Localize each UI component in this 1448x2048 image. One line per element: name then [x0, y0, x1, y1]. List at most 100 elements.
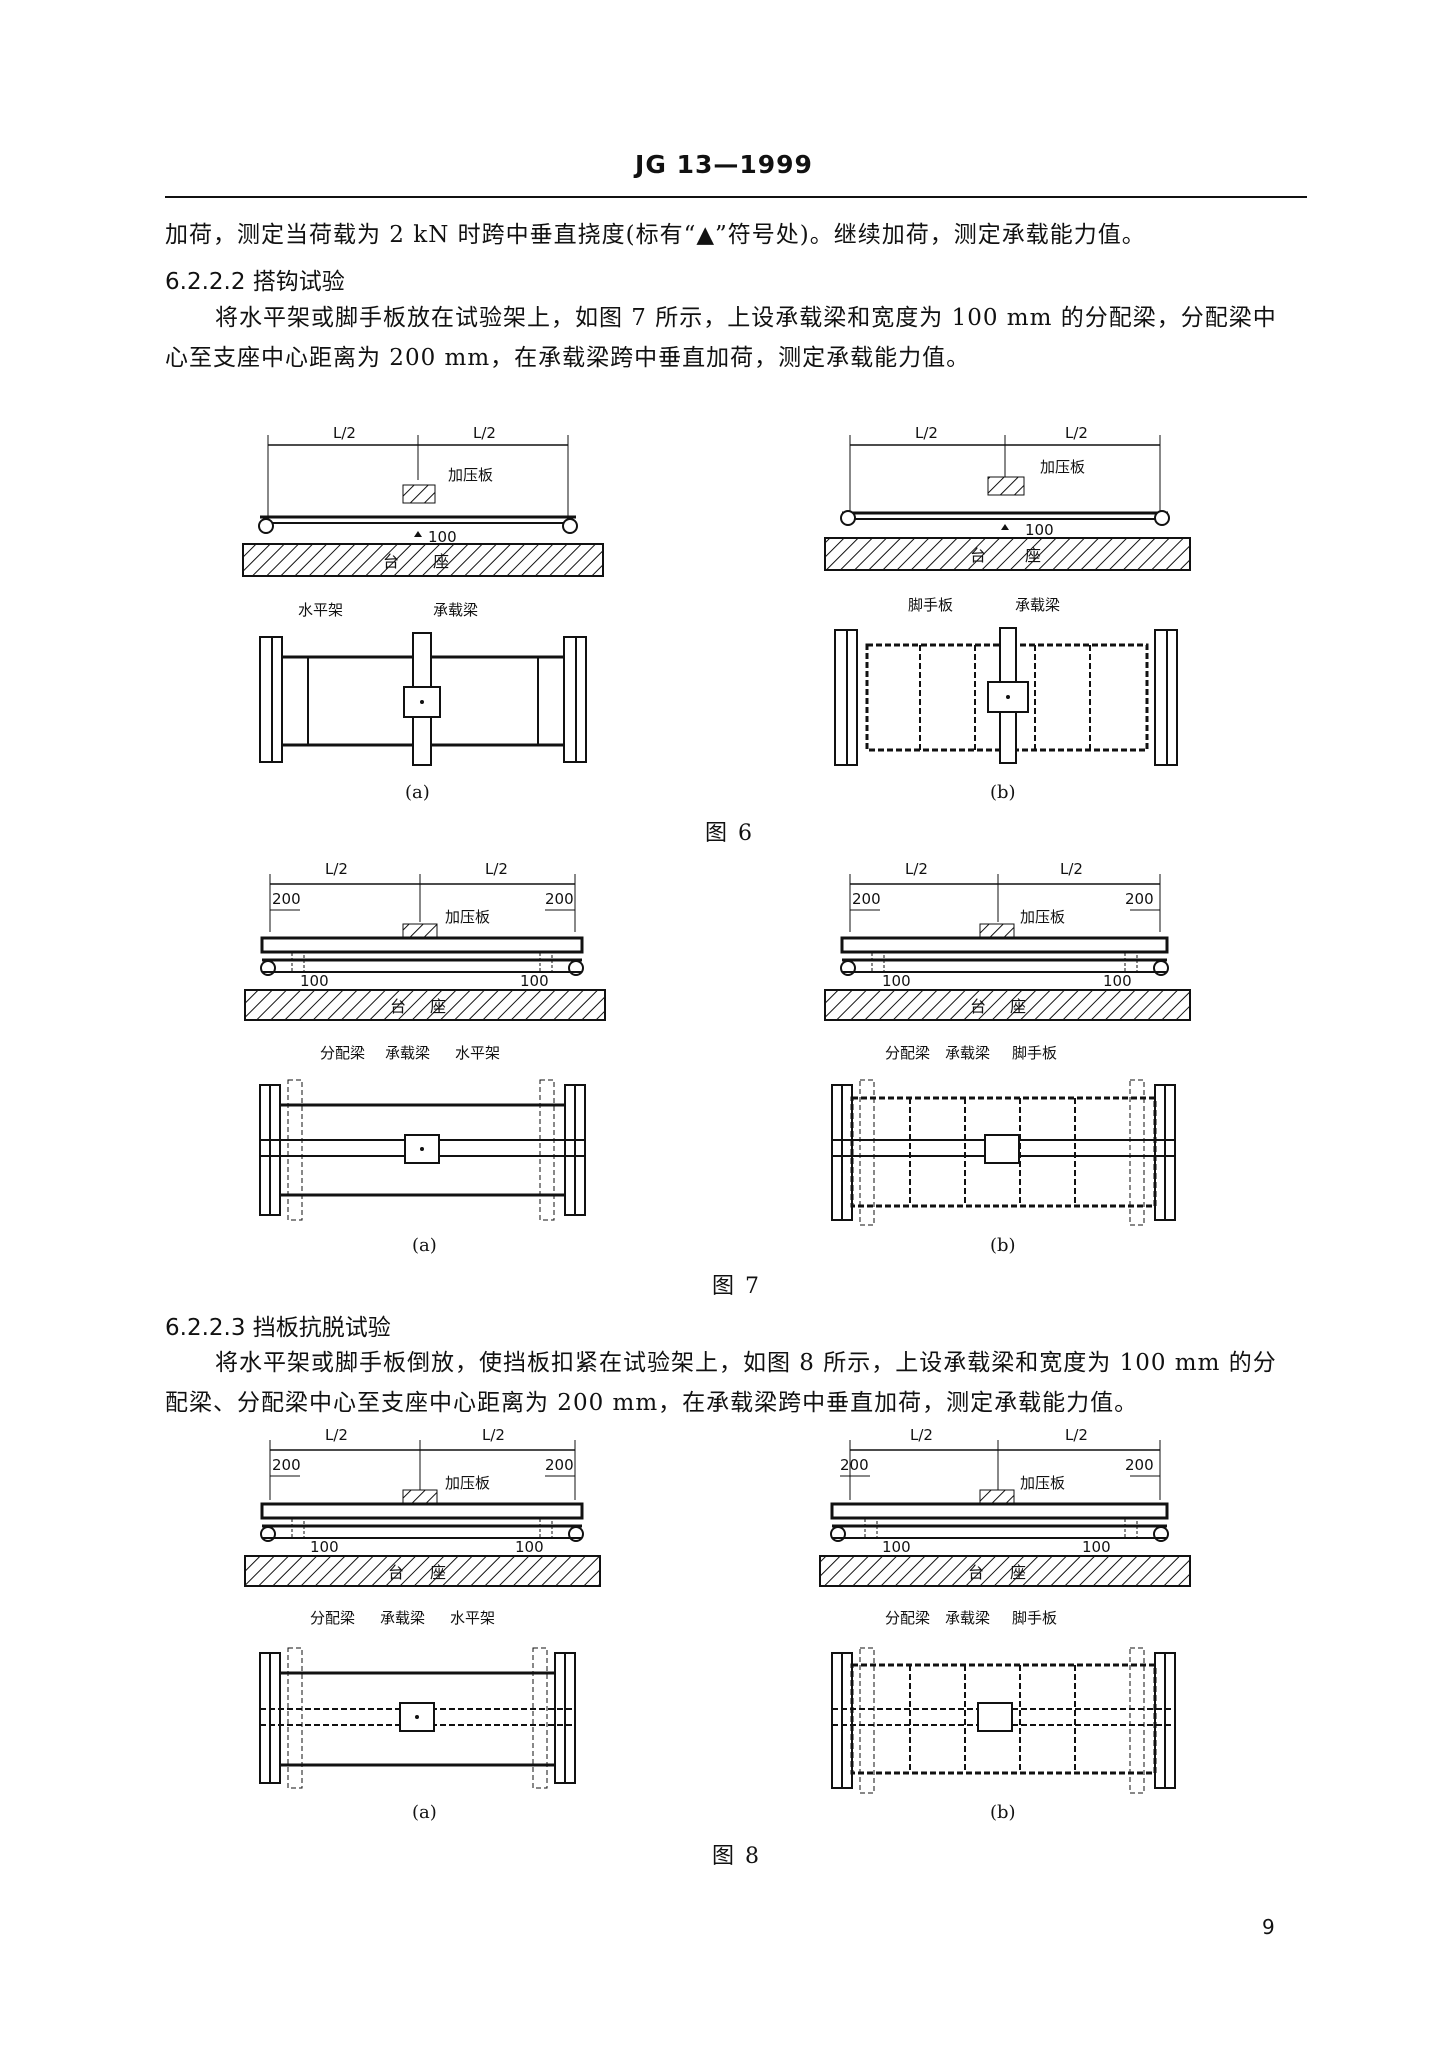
figure-8b-plan: 分配梁 承载梁 脚手板: [831, 1609, 1176, 1794]
dim-half-span-right: L/2: [485, 860, 508, 878]
press-plate-label: 加压板: [445, 908, 490, 926]
figure-6b-elevation: L/2 L/2 加压板 100 台 座: [824, 424, 1191, 571]
dim-100-left: 100: [300, 972, 329, 990]
horizontal-frame-label: 水平架: [450, 1609, 495, 1627]
dim-200-left: 200: [840, 1456, 869, 1474]
press-plate: [402, 484, 436, 504]
dim-100: 100: [1025, 521, 1054, 539]
dim-200-left: 200: [272, 1456, 301, 1474]
page-number: 9: [1262, 1915, 1275, 1939]
base-label-1: 台: [388, 1563, 404, 1582]
test-base: [244, 989, 606, 1021]
test-base: [824, 537, 1191, 571]
dim-200-right: 200: [1125, 1456, 1154, 1474]
base-label-2: 座: [433, 552, 449, 571]
distribution-beam-label: 分配梁: [885, 1044, 930, 1062]
figure-7b-elevation: L/2 L/2 200 200 加压板 100 100 台 座: [824, 860, 1191, 1021]
dim-half-span-left: L/2: [905, 860, 928, 878]
press-plate-label: 加压板: [445, 1474, 490, 1492]
figure-6b-plan: 脚手板 承载梁: [834, 596, 1178, 766]
dim-100-left: 100: [882, 1538, 911, 1556]
figure-7-caption: 图 7: [712, 1274, 761, 1299]
dim-half-span-right: L/2: [1060, 860, 1083, 878]
figure-6b-sublabel: (b): [990, 782, 1016, 803]
dim-half-span-left: L/2: [915, 424, 938, 442]
base-label-1: 台: [390, 997, 406, 1016]
figure-8a-sublabel: (a): [412, 1802, 437, 1823]
figure-6-caption: 图 6: [705, 821, 754, 846]
figure-8b-sublabel: (b): [990, 1802, 1016, 1823]
scaffold-board-label: 脚手板: [908, 596, 953, 614]
figure-6a-elevation: L/2 L/2 加压板 100 台 座: [242, 424, 604, 577]
horizontal-frame-label: 水平架: [455, 1044, 500, 1062]
figure-7a-sublabel: (a): [412, 1235, 437, 1256]
dim-half-span-right: L/2: [1065, 1426, 1088, 1444]
load-beam-label: 承载梁: [1015, 596, 1060, 614]
dim-100-right: 100: [520, 972, 549, 990]
paragraph-2-line-1: 将水平架或脚手板放在试验架上，如图 7 所示，上设承载梁和宽度为 100 mm …: [215, 305, 1277, 331]
dim-100-right: 100: [1082, 1538, 1111, 1556]
figure-6a-plan: 水平架 承载梁: [259, 601, 587, 766]
dim-200-right: 200: [545, 890, 574, 908]
figure-7a-plan: 分配梁 承载梁 水平架: [259, 1044, 586, 1221]
dim-200-right: 200: [1125, 890, 1154, 908]
dim-half-span-right: L/2: [473, 424, 496, 442]
dim-half-span-left: L/2: [910, 1426, 933, 1444]
dim-100-left: 100: [310, 1538, 339, 1556]
base-label-2: 座: [430, 997, 446, 1016]
dim-200-left: 200: [272, 890, 301, 908]
load-beam-label: 承载梁: [433, 601, 478, 619]
load-beam-label: 承载梁: [385, 1044, 430, 1062]
base-label-1: 台: [968, 1563, 984, 1582]
base-label-1: 台: [383, 552, 399, 571]
test-base: [242, 543, 604, 577]
load-beam-label: 承载梁: [945, 1044, 990, 1062]
dim-half-span-right: L/2: [482, 1426, 505, 1444]
press-plate-label: 加压板: [1020, 1474, 1065, 1492]
figure-8a-plan: 分配梁 承载梁 水平架: [259, 1609, 576, 1789]
figure-8b-elevation: L/2 L/2 200 200 加压板 100 100 台 座: [819, 1426, 1191, 1587]
dim-100: 100: [428, 528, 457, 546]
press-plate-label: 加压板: [1020, 908, 1065, 926]
test-base: [824, 989, 1191, 1021]
test-base: [819, 1555, 1191, 1587]
figure-8a-elevation: L/2 L/2 200 200 加压板 100 100 台 座: [244, 1426, 601, 1587]
paragraph-3-line-1: 将水平架或脚手板倒放，使挡板扣紧在试验架上，如图 8 所示，上设承载梁和宽度为 …: [215, 1350, 1277, 1376]
distribution-beam-label: 分配梁: [885, 1609, 930, 1627]
dim-half-span-right: L/2: [1065, 424, 1088, 442]
base-label-2: 座: [430, 1563, 446, 1582]
dim-half-span-left: L/2: [325, 1426, 348, 1444]
header-rule: [165, 196, 1307, 198]
dim-200-right: 200: [545, 1456, 574, 1474]
figure-7b-plan: 分配梁 承载梁 脚手板: [831, 1044, 1176, 1226]
page-header: JG 13—1999: [635, 150, 813, 179]
distribution-beam-label: 分配梁: [310, 1609, 355, 1627]
dim-100-left: 100: [882, 972, 911, 990]
dim-100-right: 100: [1103, 972, 1132, 990]
base-label-1: 台: [970, 997, 986, 1016]
distribution-beam-label: 分配梁: [320, 1044, 365, 1062]
scaffold-board-label: 脚手板: [1012, 1609, 1057, 1627]
test-base: [244, 1555, 601, 1587]
base-label-2: 座: [1025, 546, 1041, 565]
dim-half-span-left: L/2: [325, 860, 348, 878]
figure-7a-elevation: L/2 L/2 200 200 加压板 100 100 台 座: [244, 860, 606, 1021]
press-plate: [987, 476, 1025, 496]
figure-6a-sublabel: (a): [405, 782, 430, 803]
press-plate-label: 加压板: [1040, 458, 1085, 476]
dim-200-left: 200: [852, 890, 881, 908]
base-label-2: 座: [1010, 1563, 1026, 1582]
load-beam-label: 承载梁: [380, 1609, 425, 1627]
scaffold-board-label: 脚手板: [1012, 1044, 1057, 1062]
base-label-2: 座: [1010, 997, 1026, 1016]
press-plate-label: 加压板: [448, 466, 493, 484]
figure-8-caption: 图 8: [712, 1844, 761, 1869]
paragraph-1: 加荷，测定当荷载为 2 kN 时跨中垂直挠度(标有“▲”符号处)。继续加荷，测定…: [165, 222, 1146, 248]
paragraph-3-line-2: 配梁、分配梁中心至支座中心距离为 200 mm，在承载梁跨中垂直加荷，测定承载能…: [165, 1390, 1139, 1416]
horizontal-frame-label: 水平架: [298, 601, 343, 619]
section-heading-6-2-2-2: 6.2.2.2 搭钩试验: [165, 269, 345, 295]
figure-7b-sublabel: (b): [990, 1235, 1016, 1256]
base-label-1: 台: [970, 546, 986, 565]
dim-100-right: 100: [515, 1538, 544, 1556]
load-beam-label: 承载梁: [945, 1609, 990, 1627]
